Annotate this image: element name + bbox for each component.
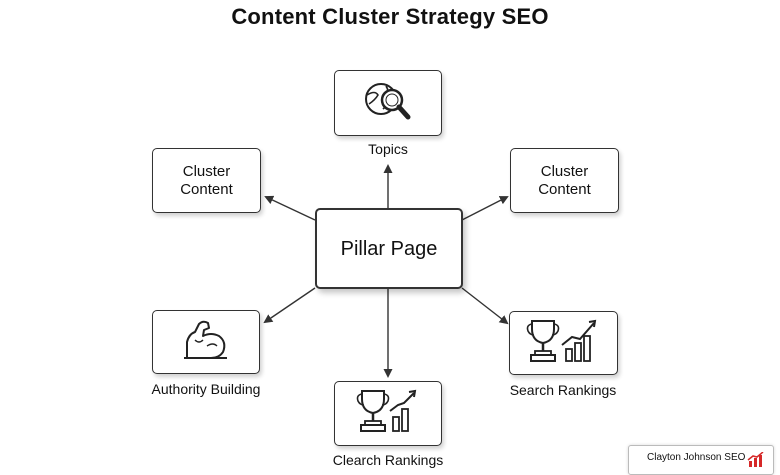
arrow-to-cluster-left: [264, 195, 316, 221]
diagram-title: Content Cluster Strategy SEO: [231, 4, 549, 29]
arrow-to-cluster-right: [461, 196, 509, 221]
flexed-arm-icon: [181, 318, 231, 367]
watermark-text: Clayton Johnson SEO: [647, 452, 746, 463]
pillar-page-label: Pillar Page: [340, 237, 438, 260]
trophy-chart-icon: [526, 317, 602, 370]
clearch-rankings-caption: Clearch Rankings: [332, 452, 444, 468]
watermark-badge: Clayton Johnson SEO: [628, 445, 774, 475]
search-rankings-caption: Search Rankings: [509, 382, 617, 398]
search-rankings-box: [509, 311, 618, 375]
authority-building-caption: Authority Building: [151, 381, 261, 397]
cluster-content-right-box: Cluster Content: [510, 148, 619, 213]
authority-building-box: [152, 310, 260, 374]
globe-magnifier-icon: [361, 77, 415, 130]
cluster-right-line2: Content: [538, 180, 591, 198]
cluster-content-right-label: Cluster Content: [538, 163, 591, 199]
cluster-left-line2: Content: [180, 180, 233, 198]
arrow-to-search-rankings: [461, 287, 509, 325]
pillar-page-box: Pillar Page: [315, 208, 463, 289]
topics-box: [334, 70, 442, 136]
topics-caption: Topics: [368, 141, 408, 157]
chart-logo-icon: [747, 451, 765, 471]
cluster-left-line1: Cluster: [182, 162, 231, 180]
cluster-right-line1: Cluster: [540, 162, 589, 180]
trophy-chart-icon: [356, 387, 420, 440]
clearch-rankings-box: [334, 381, 442, 446]
cluster-content-left-box: Cluster Content: [152, 148, 261, 213]
cluster-content-left-label: Cluster Content: [180, 163, 233, 199]
arrow-to-authority: [263, 287, 316, 324]
